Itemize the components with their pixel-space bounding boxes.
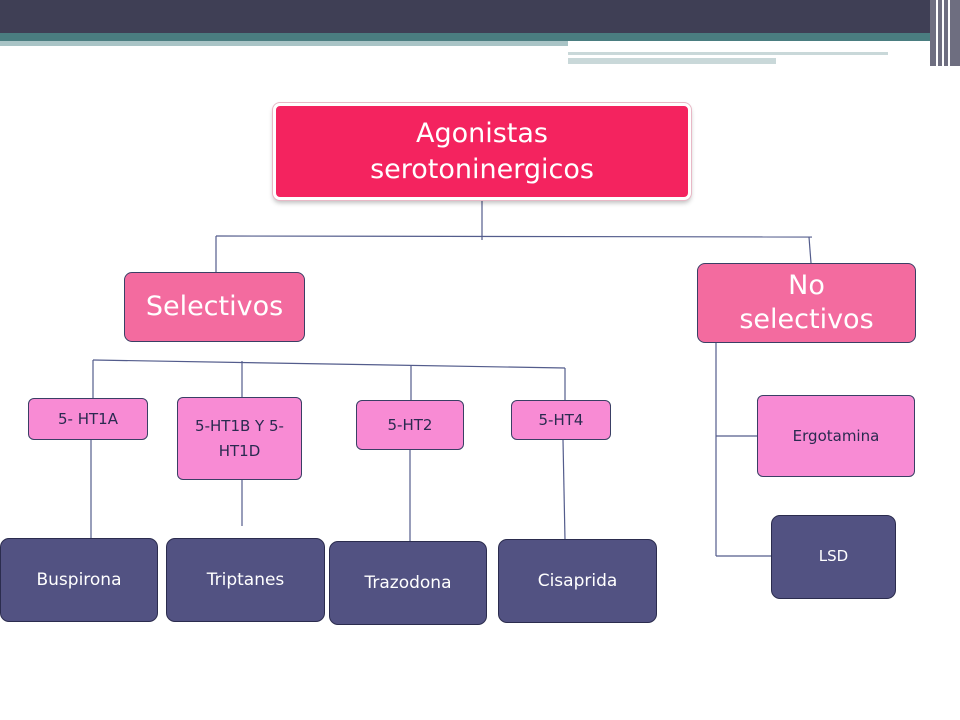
node-no-selectivos: No selectivos [697,263,916,343]
node-5-ht1a: 5- HT1A [28,398,148,440]
node-triptanes: Triptanes [166,538,325,622]
node-label: Cisaprida [537,570,618,591]
connector-ht4-cisaprida [562,439,566,541]
header-stripe [936,0,938,66]
connector-top-bar [215,235,813,238]
node-label: Trazodona [364,572,452,593]
header-band-thin [568,52,888,55]
node-ergotamina: Ergotamina [757,395,915,477]
node-5-ht2: 5-HT2 [356,400,464,450]
header-band-teal [0,33,930,41]
node-buspirona: Buspirona [0,538,158,622]
header-stripe [948,0,950,66]
node-agonistas-serotoninergicos: Agonistas serotoninergicos [273,103,691,200]
header-corner-block [930,0,960,66]
node-selectivos: Selectivos [124,272,305,342]
header-band-light [0,41,568,46]
node-lsd: LSD [771,515,896,599]
node-5-ht1b-y-5-ht1d: 5-HT1B Y 5-HT1D [177,397,302,480]
node-label: Ergotamina [792,426,880,445]
node-label: Triptanes [206,569,285,590]
connector-selectivos-bar [92,359,566,369]
node-label: No selectivos [739,270,874,335]
node-5-ht4: 5-HT4 [511,400,611,440]
header-stripe [942,0,944,66]
node-label: Buspirona [36,569,122,590]
node-label: Selectivos [145,291,284,323]
node-label: LSD [818,547,849,566]
header-band-short [568,58,776,64]
header-band-white [568,41,930,46]
header-band-dark [0,0,930,33]
node-label: 5-HT1B Y 5-HT1D [195,416,284,460]
node-label: 5- HT1A [58,409,118,428]
connector-to-no-selectivos [808,236,812,264]
node-label: 5-HT4 [538,410,584,429]
node-label: Agonistas serotoninergicos [370,118,594,185]
node-trazodona: Trazodona [329,541,487,625]
node-cisaprida: Cisaprida [498,539,657,623]
node-label: 5-HT2 [387,415,433,434]
